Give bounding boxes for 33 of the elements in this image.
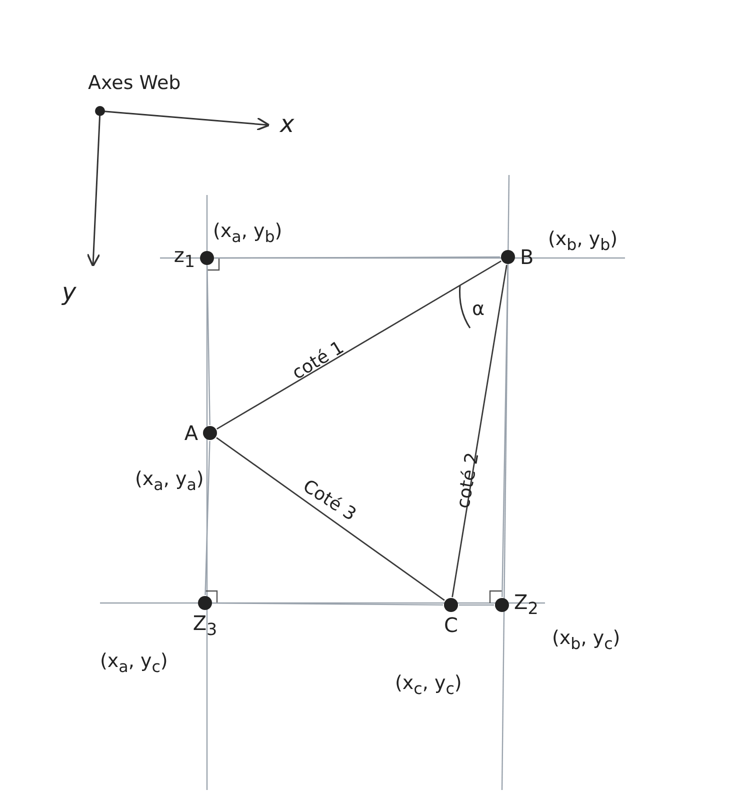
line [459,604,494,606]
line [206,266,210,426]
point-name: z$_{1}$ [174,246,195,270]
labelled-point [184,425,217,441]
coordinate-label: (x$_{b}$, y$_{b}$) [548,228,618,254]
coordinate-label: (x$_{a}$, y$_{a}$) [135,468,204,494]
coordinate-label: (x$_{a}$, y$_{c}$) [100,650,168,676]
labelled-point [495,594,538,616]
point-name: C [444,617,458,633]
coordinate-label: (x$_{c}$, y$_{c}$) [395,672,462,698]
point-name: Z$_{3}$ [192,615,218,638]
line [216,260,502,430]
coordinate-label: (x$_{b}$, y$_{c}$) [552,627,620,653]
axis-label: x [280,110,294,138]
edge-label: coté 1 [288,337,348,384]
coordinate-label: (x$_{a}$, y$_{b}$) [213,220,282,246]
labelled-point [192,596,218,638]
line [213,602,443,606]
point-name: Z$_{2}$ [514,594,538,616]
labelled-point [444,598,458,633]
line [452,264,508,598]
line [204,440,210,596]
point-name: A [184,425,198,441]
line [502,264,508,598]
point-name: B [520,249,534,265]
line [215,256,500,259]
edge-label: coté 2 [452,451,484,510]
axis-title: Axes Web [88,72,181,94]
angle-label: α [472,298,485,320]
line [216,437,445,601]
labelled-point [501,249,534,265]
axis-label: y [62,278,76,306]
edge-label: Coté 3 [299,476,360,526]
